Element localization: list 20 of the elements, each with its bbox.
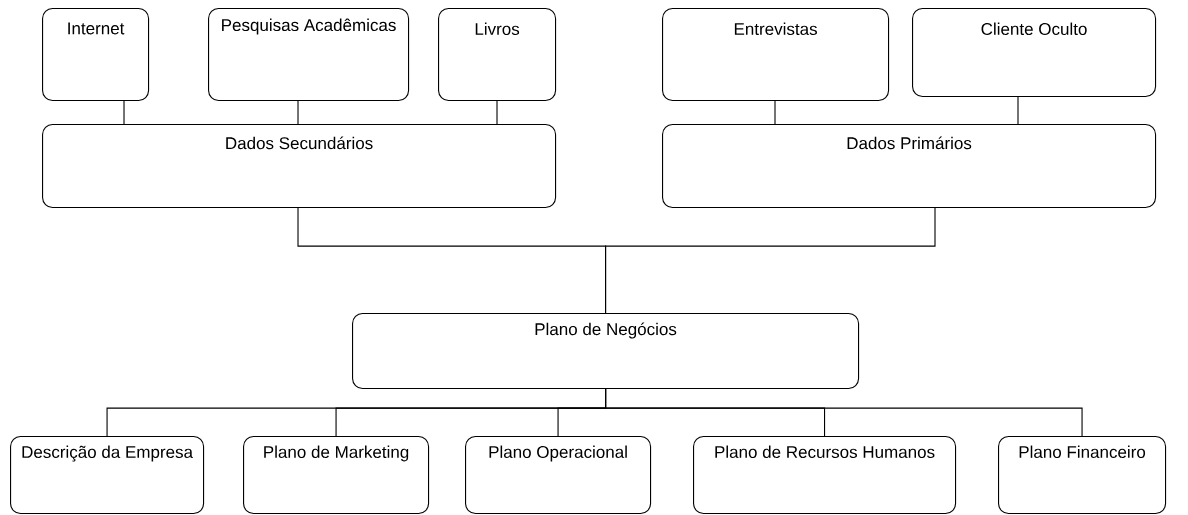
connector-line [605, 388, 1083, 437]
connector-line [297, 100, 299, 125]
source-box: Livros [438, 8, 557, 102]
source-box: Pesquisas Acadêmicas [208, 8, 410, 102]
connector-line [774, 100, 776, 125]
plan-box: Plano de Negócios [352, 313, 860, 390]
source-box: Entrevistas [662, 8, 890, 102]
section-box: Plano Operacional [465, 436, 652, 515]
section-box: Plano de Marketing [243, 436, 430, 515]
section-box: Plano Financeiro [998, 436, 1167, 515]
topic-box: Dados Primários [662, 124, 1157, 209]
connector-line [123, 100, 125, 125]
connector-line [496, 100, 498, 125]
source-box: Internet [42, 8, 150, 102]
section-box: Descrição da Empresa [10, 436, 205, 515]
source-box: Cliente Oculto [912, 8, 1157, 98]
connector-line [1017, 96, 1019, 125]
connector-line [605, 207, 936, 314]
section-box: Plano de Recursos Humanos [693, 436, 957, 515]
topic-box: Dados Secundários [42, 124, 557, 209]
